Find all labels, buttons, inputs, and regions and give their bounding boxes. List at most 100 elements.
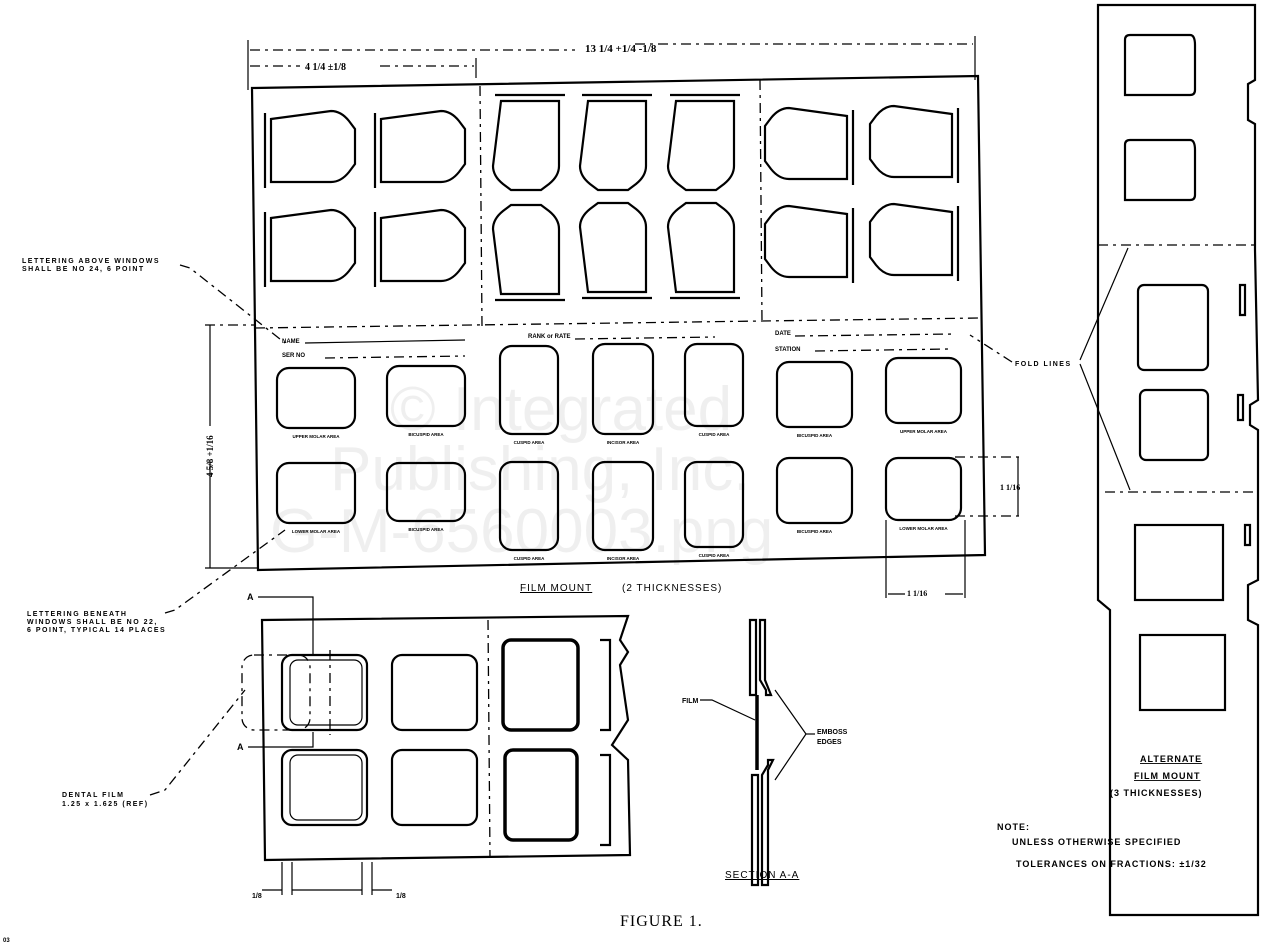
film-window bbox=[491, 93, 565, 192]
dimension-label: 1 1/16 bbox=[907, 589, 927, 598]
note-lettering-beneath: LETTERING BENEATH WINDOWS SHALL BE NO 22… bbox=[27, 529, 286, 634]
window-label: INCISOR AREA bbox=[607, 556, 640, 561]
window-label: UPPER MOLAR AREA bbox=[292, 434, 340, 439]
note-line: TOLERANCES ON FRACTIONS: ±1/32 bbox=[1016, 859, 1207, 869]
dimension-label: 1/8 bbox=[252, 893, 262, 900]
alternate-title: ALTERNATE bbox=[1140, 754, 1202, 764]
film-mount-2-thicknesses: UPPER MOLAR AREA BICUSPID AREA CUSPID AREA… bbox=[250, 74, 987, 572]
fold-line bbox=[254, 317, 981, 329]
fold-line bbox=[759, 79, 763, 323]
film-window bbox=[775, 456, 854, 525]
note-line: UNLESS OTHERWISE SPECIFIED bbox=[1012, 837, 1181, 847]
film-label: FILM bbox=[682, 698, 698, 705]
fold-line bbox=[479, 85, 483, 327]
note-dental-film: DENTAL FILM 1.25 x 1.625 (REF) bbox=[62, 689, 246, 808]
dimension-label: 13 1/4 +1/4 -1/8 bbox=[585, 43, 657, 55]
detail-view: A A 1/8 1/8 bbox=[237, 592, 632, 900]
note-line: DENTAL FILM bbox=[62, 792, 125, 799]
film-window bbox=[498, 344, 560, 436]
film-window bbox=[775, 360, 854, 429]
film-window bbox=[385, 461, 467, 523]
film-window bbox=[275, 366, 357, 430]
window-label: LOWER MOLAR AREA bbox=[899, 526, 948, 531]
fold-lines-callout: FOLD LINES bbox=[969, 247, 1131, 491]
film-window bbox=[373, 208, 467, 287]
alternate-subtitle: (3 THICKNESSES) bbox=[1110, 788, 1203, 798]
watermark: © Integrated Publishing, Inc. G-M-656000… bbox=[270, 375, 773, 566]
name-field-label: NAME bbox=[282, 339, 300, 345]
film-window bbox=[578, 93, 652, 192]
dimension-overall-width: 13 1/4 +1/4 -1/8 bbox=[247, 36, 976, 90]
dimension-window-height: 1 1/16 bbox=[955, 456, 1022, 517]
film-window bbox=[666, 93, 740, 192]
film-window bbox=[683, 342, 745, 428]
film-window bbox=[385, 364, 467, 428]
film-window bbox=[578, 201, 652, 300]
section-marker-bottom: A bbox=[237, 732, 314, 752]
section-marker-label: A bbox=[237, 742, 245, 752]
film-window bbox=[263, 208, 357, 287]
watermark-line: G-M-6560003.png bbox=[270, 497, 773, 566]
watermark-line: © Integrated bbox=[390, 375, 732, 444]
note-lettering-above: LETTERING ABOVE WINDOWS SHALL BE NO 24, … bbox=[22, 258, 286, 344]
window-label: INCISOR AREA bbox=[607, 440, 640, 445]
film-window bbox=[498, 460, 560, 552]
film-window bbox=[884, 456, 963, 522]
station-field-label: STATION bbox=[775, 347, 800, 353]
emboss-label: EDGES bbox=[817, 739, 842, 746]
window-label: BICUSPID AREA bbox=[408, 527, 444, 532]
alternate-title: FILM MOUNT bbox=[1134, 771, 1201, 781]
note-line: LETTERING BENEATH bbox=[27, 611, 127, 618]
emboss-label: EMBOSS bbox=[817, 729, 848, 736]
rank-field-label: RANK or RATE bbox=[528, 334, 571, 340]
note-line: SHALL BE NO 24, 6 POINT bbox=[22, 266, 145, 273]
window-label: BICUSPID AREA bbox=[797, 529, 833, 534]
window-label: CUSPID AREA bbox=[514, 440, 546, 445]
film-window bbox=[373, 109, 467, 188]
dimension-left-panel: 4 1/4 ±1/8 bbox=[250, 58, 477, 78]
section-marker-label: A bbox=[247, 592, 255, 602]
film-window bbox=[868, 202, 960, 281]
fold-line bbox=[487, 619, 491, 859]
film-window bbox=[683, 460, 745, 549]
film-window bbox=[868, 104, 960, 183]
dimension-label: 1 1/16 bbox=[1000, 483, 1020, 492]
figure-caption: FIGURE 1. bbox=[620, 913, 703, 930]
film-window bbox=[263, 109, 357, 188]
window-label: CUSPID AREA bbox=[699, 432, 731, 437]
window-label: BICUSPID AREA bbox=[797, 433, 833, 438]
section-a-a: FILM EMBOSS EDGES SECTION A-A bbox=[682, 618, 848, 887]
note-heading: NOTE: bbox=[997, 822, 1030, 832]
date-field-label: DATE bbox=[775, 331, 791, 337]
mount-fields: NAME SER NO RANK or RATE DATE STATION bbox=[282, 331, 956, 359]
window-label: CUSPID AREA bbox=[699, 553, 731, 558]
section-marker-top: A bbox=[247, 592, 314, 655]
film-window bbox=[591, 460, 655, 552]
dimension-window-width: 1 1/16 bbox=[885, 520, 966, 600]
corner-mark: 03 bbox=[3, 938, 10, 944]
dimension-label: 4 5/8 +1/16 bbox=[205, 435, 215, 477]
note-line: WINDOWS SHALL BE NO 22, bbox=[27, 619, 158, 626]
fold-lines-label: FOLD LINES bbox=[1015, 361, 1072, 368]
film-window bbox=[884, 356, 963, 425]
note-line: 6 POINT, TYPICAL 14 PLACES bbox=[27, 627, 166, 634]
dimension-height: 4 5/8 +1/16 bbox=[196, 324, 258, 569]
watermark-line: Publishing, Inc. bbox=[330, 435, 750, 504]
ser-no-field-label: SER NO bbox=[282, 353, 305, 359]
film-window bbox=[666, 201, 740, 300]
note-line: 1.25 x 1.625 (REF) bbox=[62, 801, 149, 808]
film-mount-subtitle: (2 THICKNESSES) bbox=[622, 583, 722, 594]
window-label: CUSPID AREA bbox=[514, 556, 546, 561]
note-line: LETTERING ABOVE WINDOWS bbox=[22, 258, 160, 265]
tolerance-note: NOTE: UNLESS OTHERWISE SPECIFIED TOLERAN… bbox=[997, 822, 1207, 869]
film-mount-title: FILM MOUNT bbox=[520, 583, 592, 594]
film-window bbox=[763, 106, 855, 185]
section-title: SECTION A-A bbox=[725, 870, 799, 881]
alternate-film-mount: ALTERNATE FILM MOUNT (3 THICKNESSES) bbox=[1096, 3, 1260, 917]
dimension-label: 4 1/4 ±1/8 bbox=[305, 62, 346, 73]
dimension-label: 1/8 bbox=[396, 893, 406, 900]
window-label: UPPER MOLAR AREA bbox=[900, 429, 948, 434]
dental-film-outline bbox=[241, 654, 311, 731]
film-window bbox=[275, 461, 357, 525]
